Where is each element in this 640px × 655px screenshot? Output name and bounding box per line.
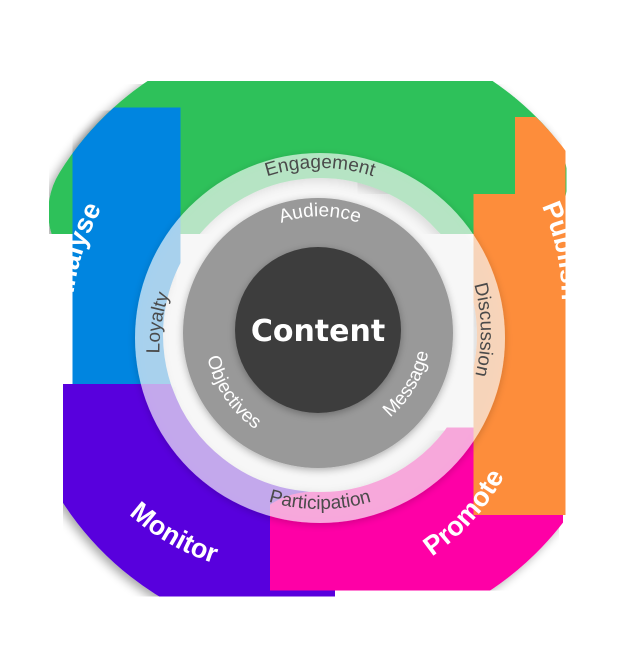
- stage-petals: [13, 28, 627, 642]
- stage-petal-create-overlap: [305, 35, 568, 255]
- core-circle: [235, 247, 401, 413]
- stage-label-create: Create: [274, 8, 366, 43]
- core-label: Content: [251, 314, 385, 349]
